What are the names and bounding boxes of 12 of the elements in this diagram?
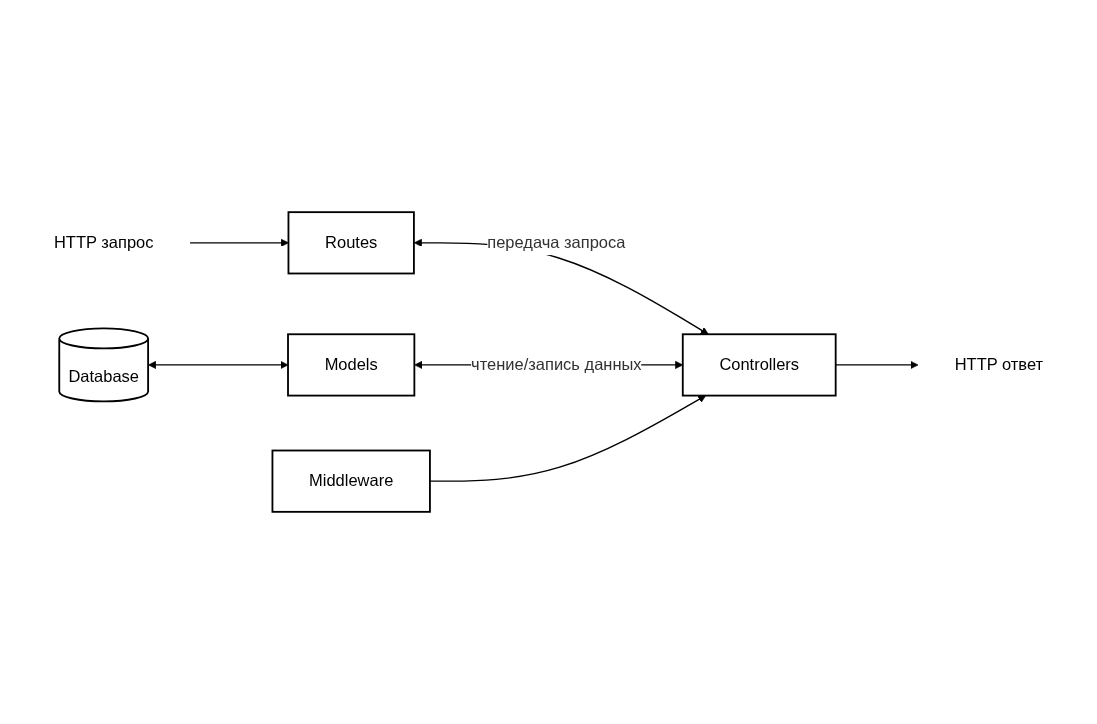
- node-text: HTTP запрос: [53, 233, 154, 252]
- arrow: [189, 238, 289, 247]
- edge-label: передача запроса: [487, 233, 626, 252]
- node-text: HTTP ответ: [954, 355, 1044, 374]
- node-box: Middleware: [271, 449, 431, 513]
- node-box: Routes: [287, 211, 415, 275]
- arrow: [835, 360, 919, 369]
- edge-label: чтение/запись данных: [471, 355, 642, 374]
- arrow: [429, 395, 707, 482]
- arrow: [148, 360, 289, 369]
- node-box: Controllers: [681, 333, 837, 397]
- node-box: Models: [287, 333, 416, 397]
